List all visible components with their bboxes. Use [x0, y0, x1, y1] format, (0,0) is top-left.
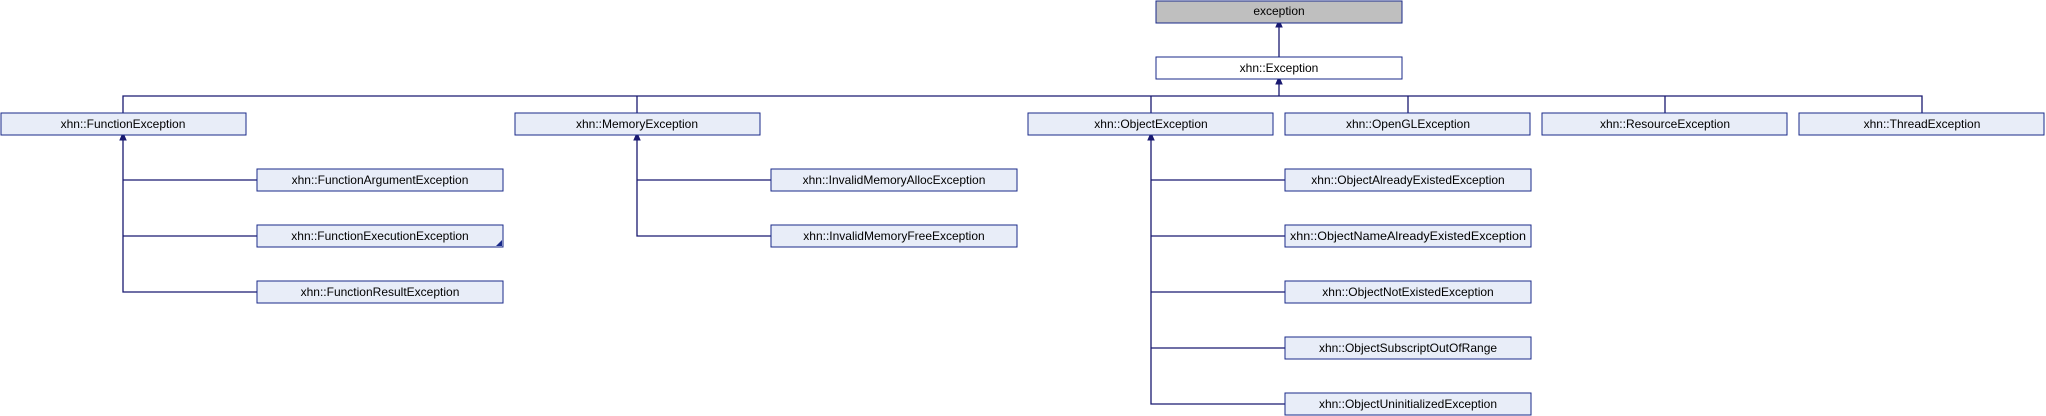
node-label: xhn::ObjectNameAlreadyExistedException — [1290, 229, 1526, 243]
node-box — [1284, 168, 1532, 192]
node-label: xhn::FunctionExecutionException — [291, 229, 468, 243]
edge-level1-bus — [122, 81, 1923, 113]
node-invalid-memory-free-exception[interactable]: xhn::InvalidMemoryFreeException — [770, 224, 1018, 248]
node-box — [256, 224, 504, 248]
node-function-execution-exception[interactable]: xhn::FunctionExecutionException — [256, 224, 504, 248]
node-label: xhn::ObjectException — [1094, 117, 1207, 131]
node-label: xhn::ObjectSubscriptOutOfRange — [1319, 341, 1497, 355]
node-box — [1284, 112, 1531, 136]
node-label: xhn::ThreadException — [1864, 117, 1981, 131]
node-box — [1155, 0, 1403, 24]
node-box — [514, 112, 761, 136]
edge-memory-children — [636, 137, 771, 237]
node-label: xhn::ObjectNotExistedException — [1322, 285, 1493, 299]
node-label: xhn::MemoryException — [576, 117, 698, 131]
node-box — [1284, 392, 1532, 416]
node-xhn-exception[interactable]: xhn::Exception — [1155, 56, 1403, 80]
node-object-already-existed-exception[interactable]: xhn::ObjectAlreadyExistedException — [1284, 168, 1532, 192]
node-box — [1798, 112, 2045, 136]
node-label: xhn::InvalidMemoryFreeException — [803, 229, 984, 243]
node-label: xhn::ObjectUninitializedException — [1319, 397, 1497, 411]
node-box — [256, 168, 504, 192]
node-thread-exception[interactable]: xhn::ThreadException — [1798, 112, 2045, 136]
node-box — [1027, 112, 1274, 136]
node-box — [1284, 336, 1532, 360]
node-label: xhn::InvalidMemoryAllocException — [803, 173, 986, 187]
node-box — [1155, 56, 1403, 80]
node-object-exception[interactable]: xhn::ObjectException — [1027, 112, 1274, 136]
node-box — [770, 168, 1018, 192]
edge-function-children — [122, 137, 257, 293]
node-box — [770, 224, 1018, 248]
node-label: xhn::FunctionException — [61, 117, 186, 131]
node-box — [256, 280, 504, 304]
node-label: xhn::OpenGLException — [1346, 117, 1470, 131]
node-label: xhn::FunctionArgumentException — [292, 173, 469, 187]
node-label: exception — [1253, 4, 1304, 18]
arrow-head-icon — [633, 131, 641, 141]
node-object-subscript-out-of-range[interactable]: xhn::ObjectSubscriptOutOfRange — [1284, 336, 1532, 360]
node-object-uninitialized-exception[interactable]: xhn::ObjectUninitializedException — [1284, 392, 1532, 416]
node-box — [0, 112, 247, 136]
node-function-exception[interactable]: xhn::FunctionException — [0, 112, 247, 136]
node-resource-exception[interactable]: xhn::ResourceException — [1541, 112, 1788, 136]
inheritance-edges — [119, 18, 1923, 405]
node-object-not-existed-exception[interactable]: xhn::ObjectNotExistedException — [1284, 280, 1532, 304]
arrow-head-icon — [119, 131, 127, 141]
node-box — [1284, 224, 1532, 248]
node-function-argument-exception[interactable]: xhn::FunctionArgumentException — [256, 168, 504, 192]
node-label: xhn::ResourceException — [1600, 117, 1730, 131]
node-object-name-already-existed-exception[interactable]: xhn::ObjectNameAlreadyExistedException — [1284, 224, 1532, 248]
node-label: xhn::ObjectAlreadyExistedException — [1311, 173, 1504, 187]
arrow-head-icon — [1275, 75, 1283, 85]
node-box — [1541, 112, 1788, 136]
node-opengl-exception[interactable]: xhn::OpenGLException — [1284, 112, 1531, 136]
node-label: xhn::FunctionResultException — [301, 285, 460, 299]
node-invalid-memory-alloc-exception[interactable]: xhn::InvalidMemoryAllocException — [770, 168, 1018, 192]
node-memory-exception[interactable]: xhn::MemoryException — [514, 112, 761, 136]
edge-object-children — [1150, 137, 1285, 405]
node-label: xhn::Exception — [1240, 61, 1319, 75]
node-exception[interactable]: exception — [1155, 0, 1403, 24]
arrow-head-icon — [1147, 131, 1155, 141]
more-children-corner-icon — [496, 240, 502, 246]
node-function-result-exception[interactable]: xhn::FunctionResultException — [256, 280, 504, 304]
node-box — [1284, 280, 1532, 304]
